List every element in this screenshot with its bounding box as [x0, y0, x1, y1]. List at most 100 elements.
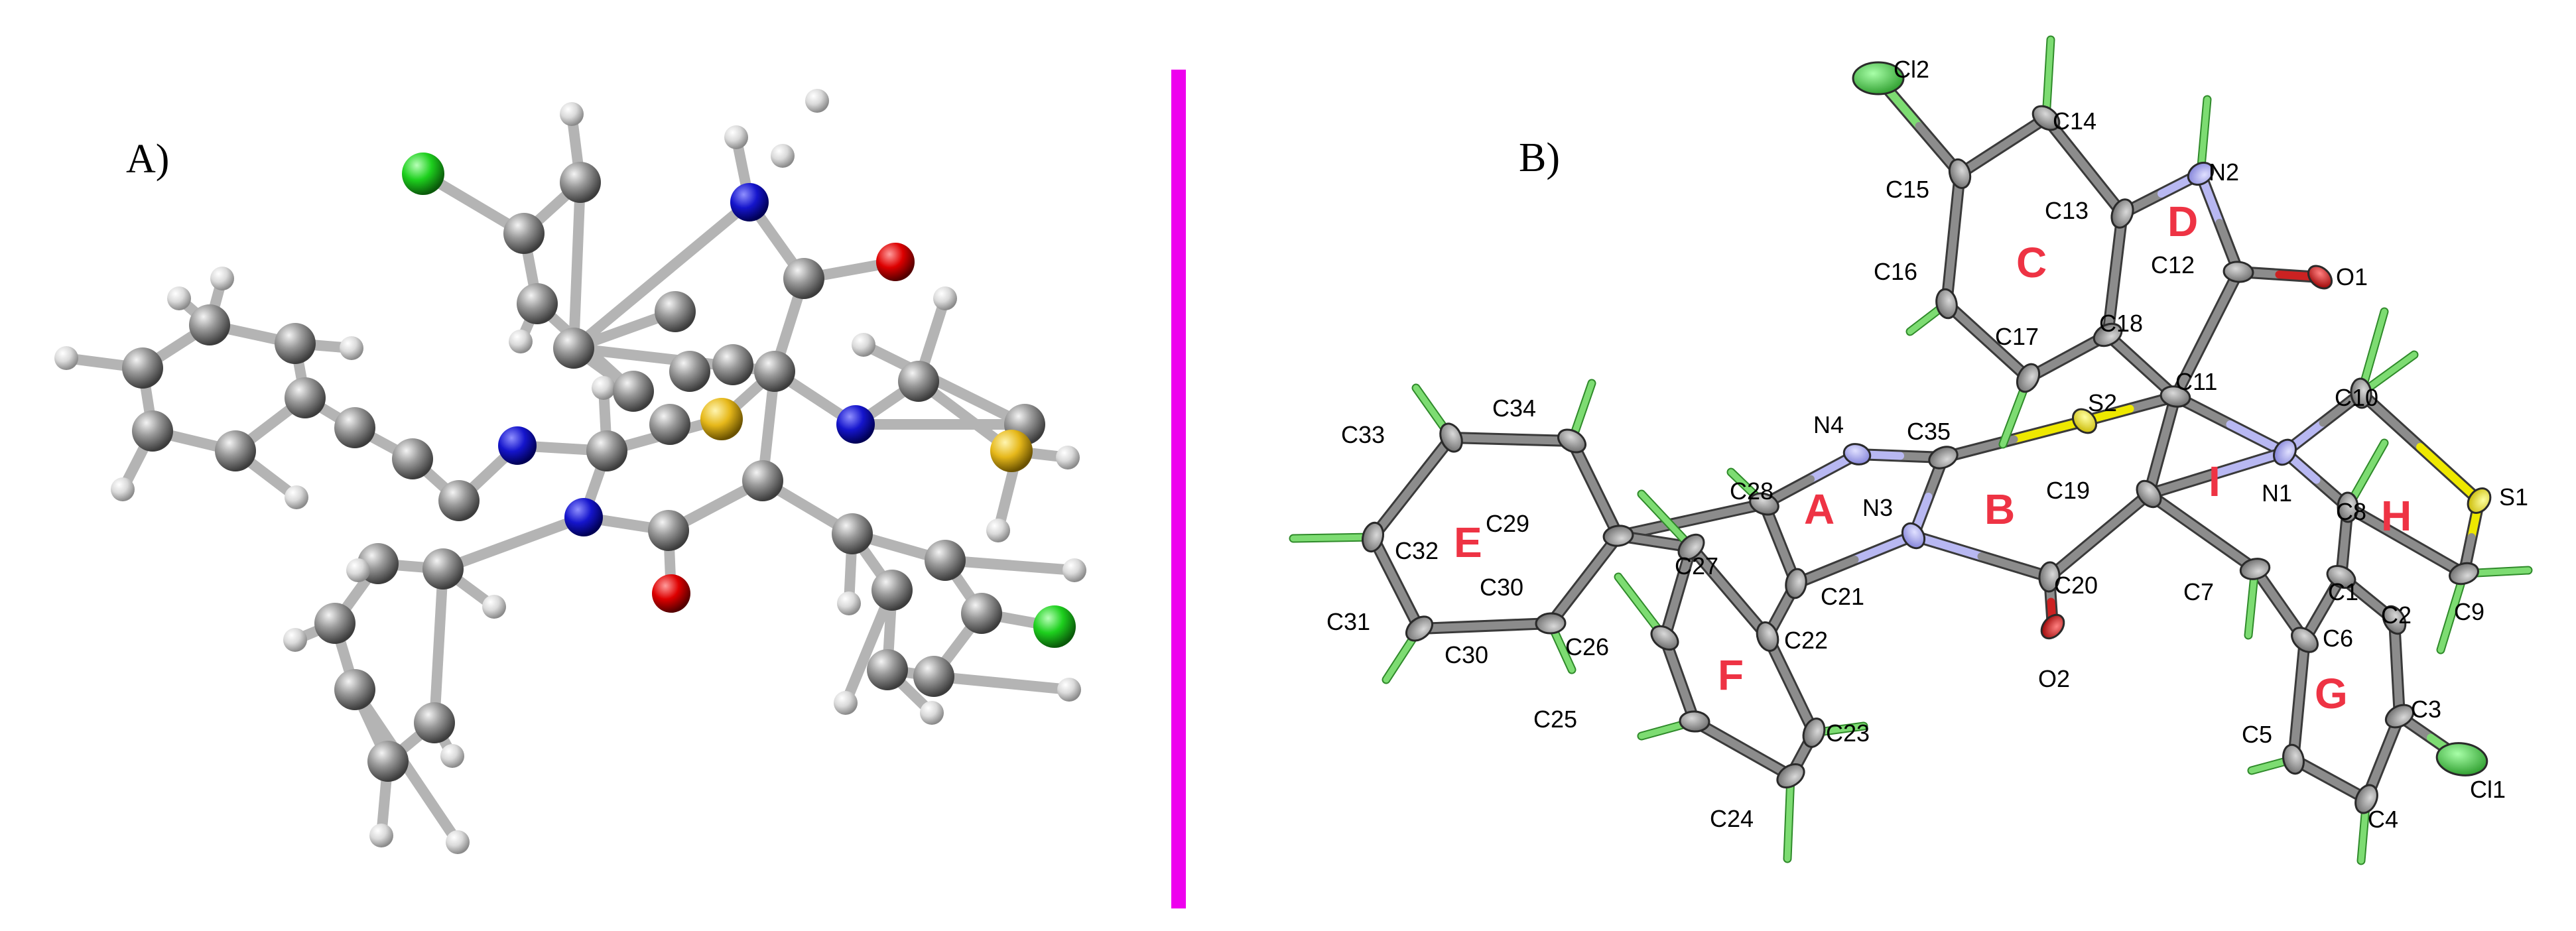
atom-b-c14	[2031, 105, 2061, 131]
panel-b-atoms	[1362, 61, 2492, 814]
atom-label-o1: O1	[2336, 263, 2368, 290]
atom-a-hf6	[446, 830, 470, 854]
atom-a-h6	[933, 286, 957, 310]
ring-label-a: A	[1804, 485, 1835, 533]
atom-b-c28	[1749, 492, 1779, 516]
atom-b-c29	[1602, 525, 1634, 547]
atom-a-c14	[832, 513, 873, 554]
atom-a-hf2	[346, 558, 370, 582]
bond-b-half2-35	[2416, 443, 2483, 505]
panel-b-bonds	[1289, 35, 2533, 865]
atom-b-c10	[2350, 377, 2372, 409]
atom-a-e6	[215, 430, 256, 471]
atom-b-c32	[1362, 521, 1384, 553]
panel-divider	[1171, 70, 1186, 908]
atom-label-c27: C27	[1675, 552, 1718, 580]
atom-b-c16	[1935, 288, 1958, 320]
atom-b-c30a	[1535, 612, 1567, 635]
atom-label-c32: C32	[1395, 537, 1439, 564]
atom-a-n1	[836, 405, 875, 444]
atom-b-c22	[1756, 621, 1779, 652]
atom-label-c7: C7	[2183, 578, 2214, 605]
bond-b-half1-6	[2203, 268, 2242, 338]
atom-label-c30b: C30	[1445, 641, 1488, 668]
panel-b-ring-labels: A B C D E F G H I	[1454, 198, 2412, 717]
atom-a-c10	[754, 351, 795, 392]
ring-label-g: G	[2315, 670, 2348, 717]
atom-a-c18	[961, 593, 1002, 634]
atom-label-c31: C31	[1326, 608, 1370, 635]
atom-a-c8	[560, 162, 601, 203]
atom-a-he4	[111, 477, 135, 501]
atom-a-s1	[990, 430, 1033, 472]
atom-a-he2	[340, 336, 363, 360]
bond-b-half1-15	[2010, 417, 2089, 444]
bond-b-half1-35	[2357, 389, 2424, 451]
atom-a-h12	[834, 691, 858, 715]
atom-b-n2	[2187, 161, 2215, 186]
atom-label-c18: C18	[2099, 310, 2143, 337]
atom-b-c33	[1439, 422, 1463, 453]
atom-label-c11: C11	[2175, 368, 2217, 395]
bond-a-8	[568, 197, 755, 353]
atom-a-h11	[920, 701, 944, 725]
atom-label-c28: C28	[1730, 477, 1773, 505]
bond-a-67	[429, 564, 448, 728]
atom-b-cl2	[1852, 61, 1905, 95]
atom-b-c6	[2291, 627, 2319, 653]
atom-b-c24	[1776, 763, 1805, 788]
atom-a-h7	[852, 333, 875, 357]
atom-b-c18	[2093, 322, 2123, 347]
panel-a-label: A)	[126, 137, 169, 182]
atom-a-e2	[275, 323, 316, 364]
atom-label-s2: S2	[2088, 389, 2117, 416]
atom-label-cl2: Cl2	[1894, 56, 1929, 83]
atom-b-c8	[2337, 491, 2359, 523]
atom-label-c3: C3	[2411, 696, 2441, 723]
atom-b-c31	[1405, 615, 1434, 642]
atom-label-o2: O2	[2038, 665, 2070, 692]
atom-a-e3	[189, 304, 230, 345]
bond-a-23	[858, 340, 1030, 430]
atom-label-c22: C22	[1784, 627, 1828, 654]
atom-a-e4	[122, 347, 163, 389]
atom-b-s2	[2071, 408, 2098, 434]
atom-a-f5	[367, 741, 409, 782]
ring-label-d: D	[2167, 198, 2198, 245]
panel-b-atom-labels: Cl2 C14 N2 C15 C13 C12 O1 C16 C17 C18 C1…	[1326, 56, 2528, 833]
atom-a-f4	[334, 669, 375, 710]
atom-a-s2	[700, 398, 743, 440]
ring-label-f: F	[1718, 651, 1744, 699]
atom-b-c20	[2038, 561, 2061, 593]
atom-label-c16: C16	[1874, 258, 1917, 285]
atom-a-c16	[867, 649, 908, 690]
atom-a-c19	[925, 540, 966, 581]
atom-a-cl	[402, 153, 444, 195]
atom-a-c23	[392, 438, 433, 479]
atom-b-c17	[2016, 363, 2041, 393]
atom-label-c21: C21	[1821, 583, 1864, 610]
atom-a-c15	[871, 570, 913, 611]
atom-label-c10: C10	[2335, 384, 2378, 411]
atom-label-c5: C5	[2242, 721, 2272, 748]
panel-b-ortep-plot: B) A B C D E F G H I Cl2 C14 N2 C15 C13 …	[1289, 35, 2533, 865]
atom-a-o1	[876, 243, 915, 281]
atom-a-n4	[498, 426, 537, 465]
atom-b-s1	[2467, 487, 2492, 514]
atom-a-c9	[783, 258, 824, 299]
ring-label-h: H	[2381, 492, 2412, 540]
atom-label-c8: C8	[2336, 498, 2366, 525]
atom-label-c30: C30	[1480, 574, 1523, 601]
atom-a-h4	[805, 89, 829, 113]
atom-label-c2: C2	[2381, 601, 2412, 629]
atom-b-c13	[2110, 198, 2134, 229]
atom-label-c14: C14	[2053, 107, 2096, 135]
atom-label-c33: C33	[1341, 421, 1385, 448]
atom-label-c26: C26	[1565, 633, 1609, 660]
atom-label-n4: N4	[1813, 411, 1844, 438]
atom-b-c3	[2384, 704, 2415, 729]
atom-b-c2	[2382, 605, 2407, 635]
atom-label-c35: C35	[1907, 418, 1951, 445]
atom-label-c13: C13	[2045, 197, 2089, 224]
